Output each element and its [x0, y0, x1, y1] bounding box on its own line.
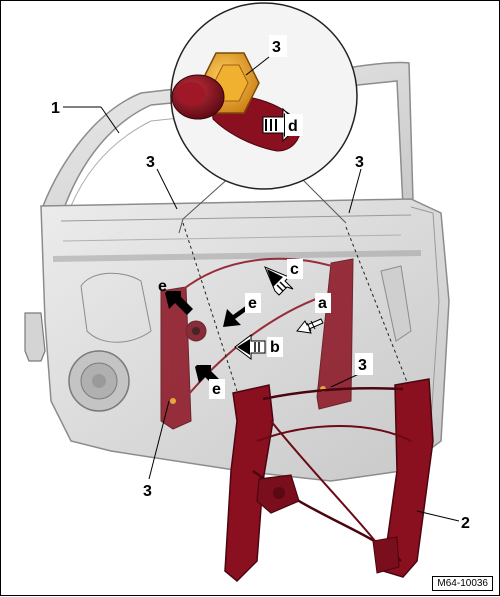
label-c: c — [290, 261, 299, 278]
detail-zoom-circle — [170, 2, 358, 190]
label-2: 2 — [461, 515, 470, 532]
label-e-upper-left: e — [158, 278, 167, 295]
label-b: b — [270, 339, 280, 356]
labels-layer: 3 d 1 3 3 c e e a b 3 e 3 2 — [51, 35, 470, 532]
door-window-frame — [41, 61, 414, 212]
zoom-callout-lines — [178, 172, 347, 234]
label-d: d — [288, 118, 298, 135]
label-3-bottom-left: 3 — [143, 483, 152, 500]
label-3-zoom: 3 — [272, 39, 281, 56]
label-e-lower: e — [212, 381, 221, 398]
arrow-e-upper-right — [223, 305, 249, 327]
arrow-e-upper-left — [165, 291, 193, 315]
label-1: 1 — [51, 100, 60, 117]
leader-lines — [63, 106, 460, 522]
label-3-lower-right: 3 — [358, 357, 367, 374]
label-3-top-left: 3 — [146, 154, 155, 171]
alignment-dashed-lines — [182, 222, 410, 392]
arrow-c-icon — [264, 266, 294, 296]
bolt-icon — [171, 74, 225, 120]
label-e-upper-right: e — [248, 295, 257, 312]
door-hinge — [24, 312, 46, 362]
window-regulator-part-2 — [224, 378, 434, 583]
label-a: a — [318, 295, 327, 312]
reference-code: M64-10036 — [432, 576, 493, 591]
arrow-a-icon — [296, 318, 324, 334]
label-3-top-right: 3 — [355, 154, 364, 171]
arrow-b-icon — [234, 334, 266, 360]
